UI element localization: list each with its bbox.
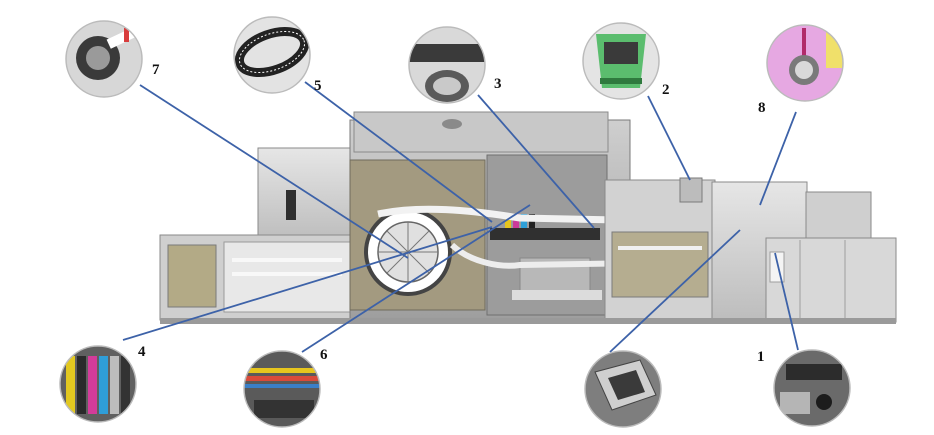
leader-line-3 [477, 94, 595, 229]
leader-line-2 [647, 95, 691, 181]
belt-detail-icon [233, 16, 311, 94]
callout-label-3: 3 [494, 76, 502, 92]
leader-line-1 [774, 252, 799, 351]
leader-line-6 [301, 204, 531, 353]
ink-bottle-detail-icon [766, 24, 844, 102]
inkjet-head-detail-icon [408, 26, 486, 104]
leader-line-transport [609, 229, 741, 353]
leader-line-4 [122, 226, 493, 341]
callout-label-5: 5 [314, 78, 322, 94]
callout-label-8: 8 [758, 100, 766, 116]
leader-line-8 [759, 111, 797, 206]
dryer-section [604, 177, 716, 321]
callout-label-2: 2 [662, 82, 670, 98]
leader-lines [122, 81, 799, 353]
paper-feed-drum-detail-icon [65, 20, 143, 98]
callout-label-6: 6 [320, 347, 328, 363]
callout-label-1: 1 [757, 349, 765, 365]
callout-label-7: 7 [152, 62, 160, 78]
output-section [711, 181, 897, 323]
ink-cartridges-detail-icon [59, 345, 137, 423]
callout-label-4: 4 [138, 344, 146, 360]
dryer-detail-icon [243, 350, 321, 428]
print-engine-tower [349, 111, 631, 321]
printing-press-machine [159, 111, 897, 324]
green-cleaning-unit-detail-icon [582, 22, 660, 100]
output-stacker-detail-icon [773, 349, 851, 427]
leader-line-5 [304, 81, 493, 223]
paper-transport-detail-icon [584, 350, 662, 428]
leader-line-7 [139, 84, 409, 259]
paper-feeder-unit [159, 147, 361, 321]
